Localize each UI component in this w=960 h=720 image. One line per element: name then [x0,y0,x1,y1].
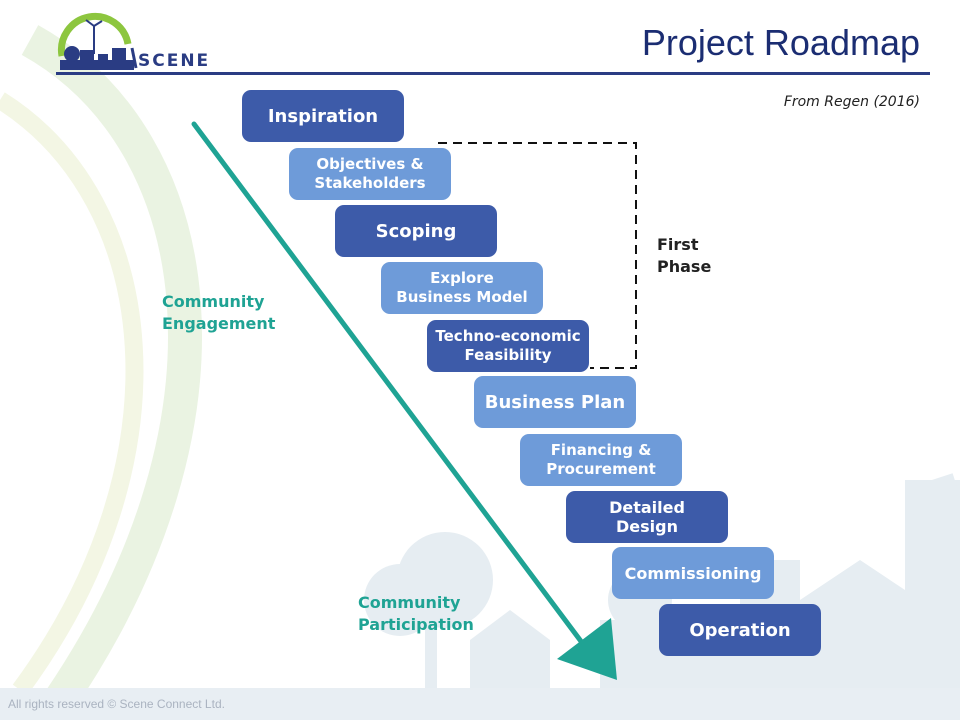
step-label-line2: Design [616,517,678,536]
footer-band [0,688,960,720]
step-techno-economic-feasibility: Techno-economic Feasibility [427,320,589,372]
first-phase-bracket [438,142,637,369]
logo-text: SCENE [138,51,211,71]
engagement-arrow-shaft [191,121,595,659]
first-phase-line2: Phase [657,257,712,276]
step-label-line1: Financing & [550,441,652,459]
community-engagement-label: Community Engagement [162,291,275,335]
step-commissioning: Commissioning [612,547,774,599]
step-label: Business Plan [484,391,626,413]
step-label-line2: Feasibility [464,346,552,364]
step-label-line2: Stakeholders [314,174,426,192]
scene-logo [57,12,138,70]
participation-line2: Participation [358,615,474,634]
step-label-line1: Objectives & [316,155,424,173]
step-label-line1: Techno-economic [435,327,581,345]
engagement-line2: Engagement [162,314,276,333]
step-label: Commissioning [624,563,762,583]
step-label: Scoping [375,220,457,242]
step-scoping: Scoping [335,205,497,257]
step-label-line2: Business Model [396,288,528,306]
first-phase-line1: First [657,235,699,254]
step-label-line1: Explore [430,269,494,287]
title-divider [56,72,930,75]
step-detailed-design: Detailed Design [566,491,728,543]
page-title: Project Roadmap [641,22,920,63]
background-arc-outer [21,25,202,710]
background-arc-inner [0,92,144,696]
participation-line1: Community [358,593,461,612]
step-objectives-stakeholders: Objectives & Stakeholders [289,148,451,200]
first-phase-label: First Phase [657,234,711,278]
step-label: Operation [689,619,791,641]
step-label-line2: Procurement [546,460,656,478]
step-financing-procurement: Financing & Procurement [520,434,682,486]
step-operation: Operation [659,604,821,656]
source-citation: From Regen (2016) [783,94,920,110]
copyright-footer: All rights reserved © Scene Connect Ltd. [8,697,225,711]
step-inspiration: Inspiration [242,90,404,142]
step-explore-business-model: Explore Business Model [381,262,543,314]
step-label-line1: Detailed [609,498,685,517]
step-business-plan: Business Plan [474,376,636,428]
engagement-arrow-head [557,618,617,680]
step-label: Inspiration [267,105,379,127]
community-participation-label: Community Participation [358,592,474,636]
engagement-line1: Community [162,292,265,311]
